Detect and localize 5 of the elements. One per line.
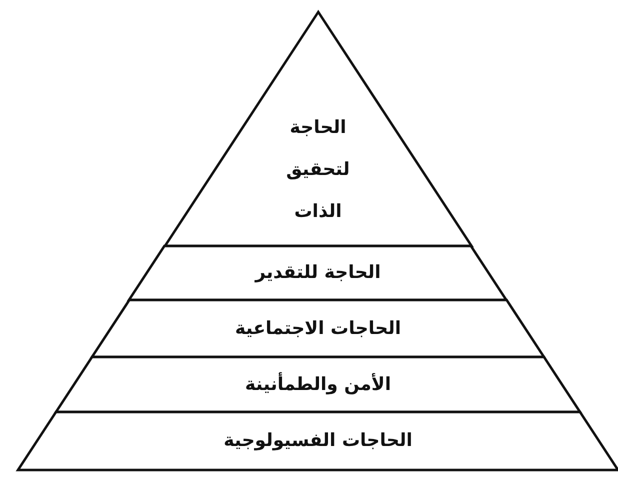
tier-label: الحاجة للتقدير (254, 261, 382, 285)
tier-label: الأمن والطمأنينة (244, 372, 392, 396)
tier-label: الحاجات الفسيولوجية (222, 429, 414, 453)
tier-label: الحاجات الاجتماعية (234, 316, 402, 340)
tier-label: الحاجة لتحقيق الذات (285, 116, 351, 224)
